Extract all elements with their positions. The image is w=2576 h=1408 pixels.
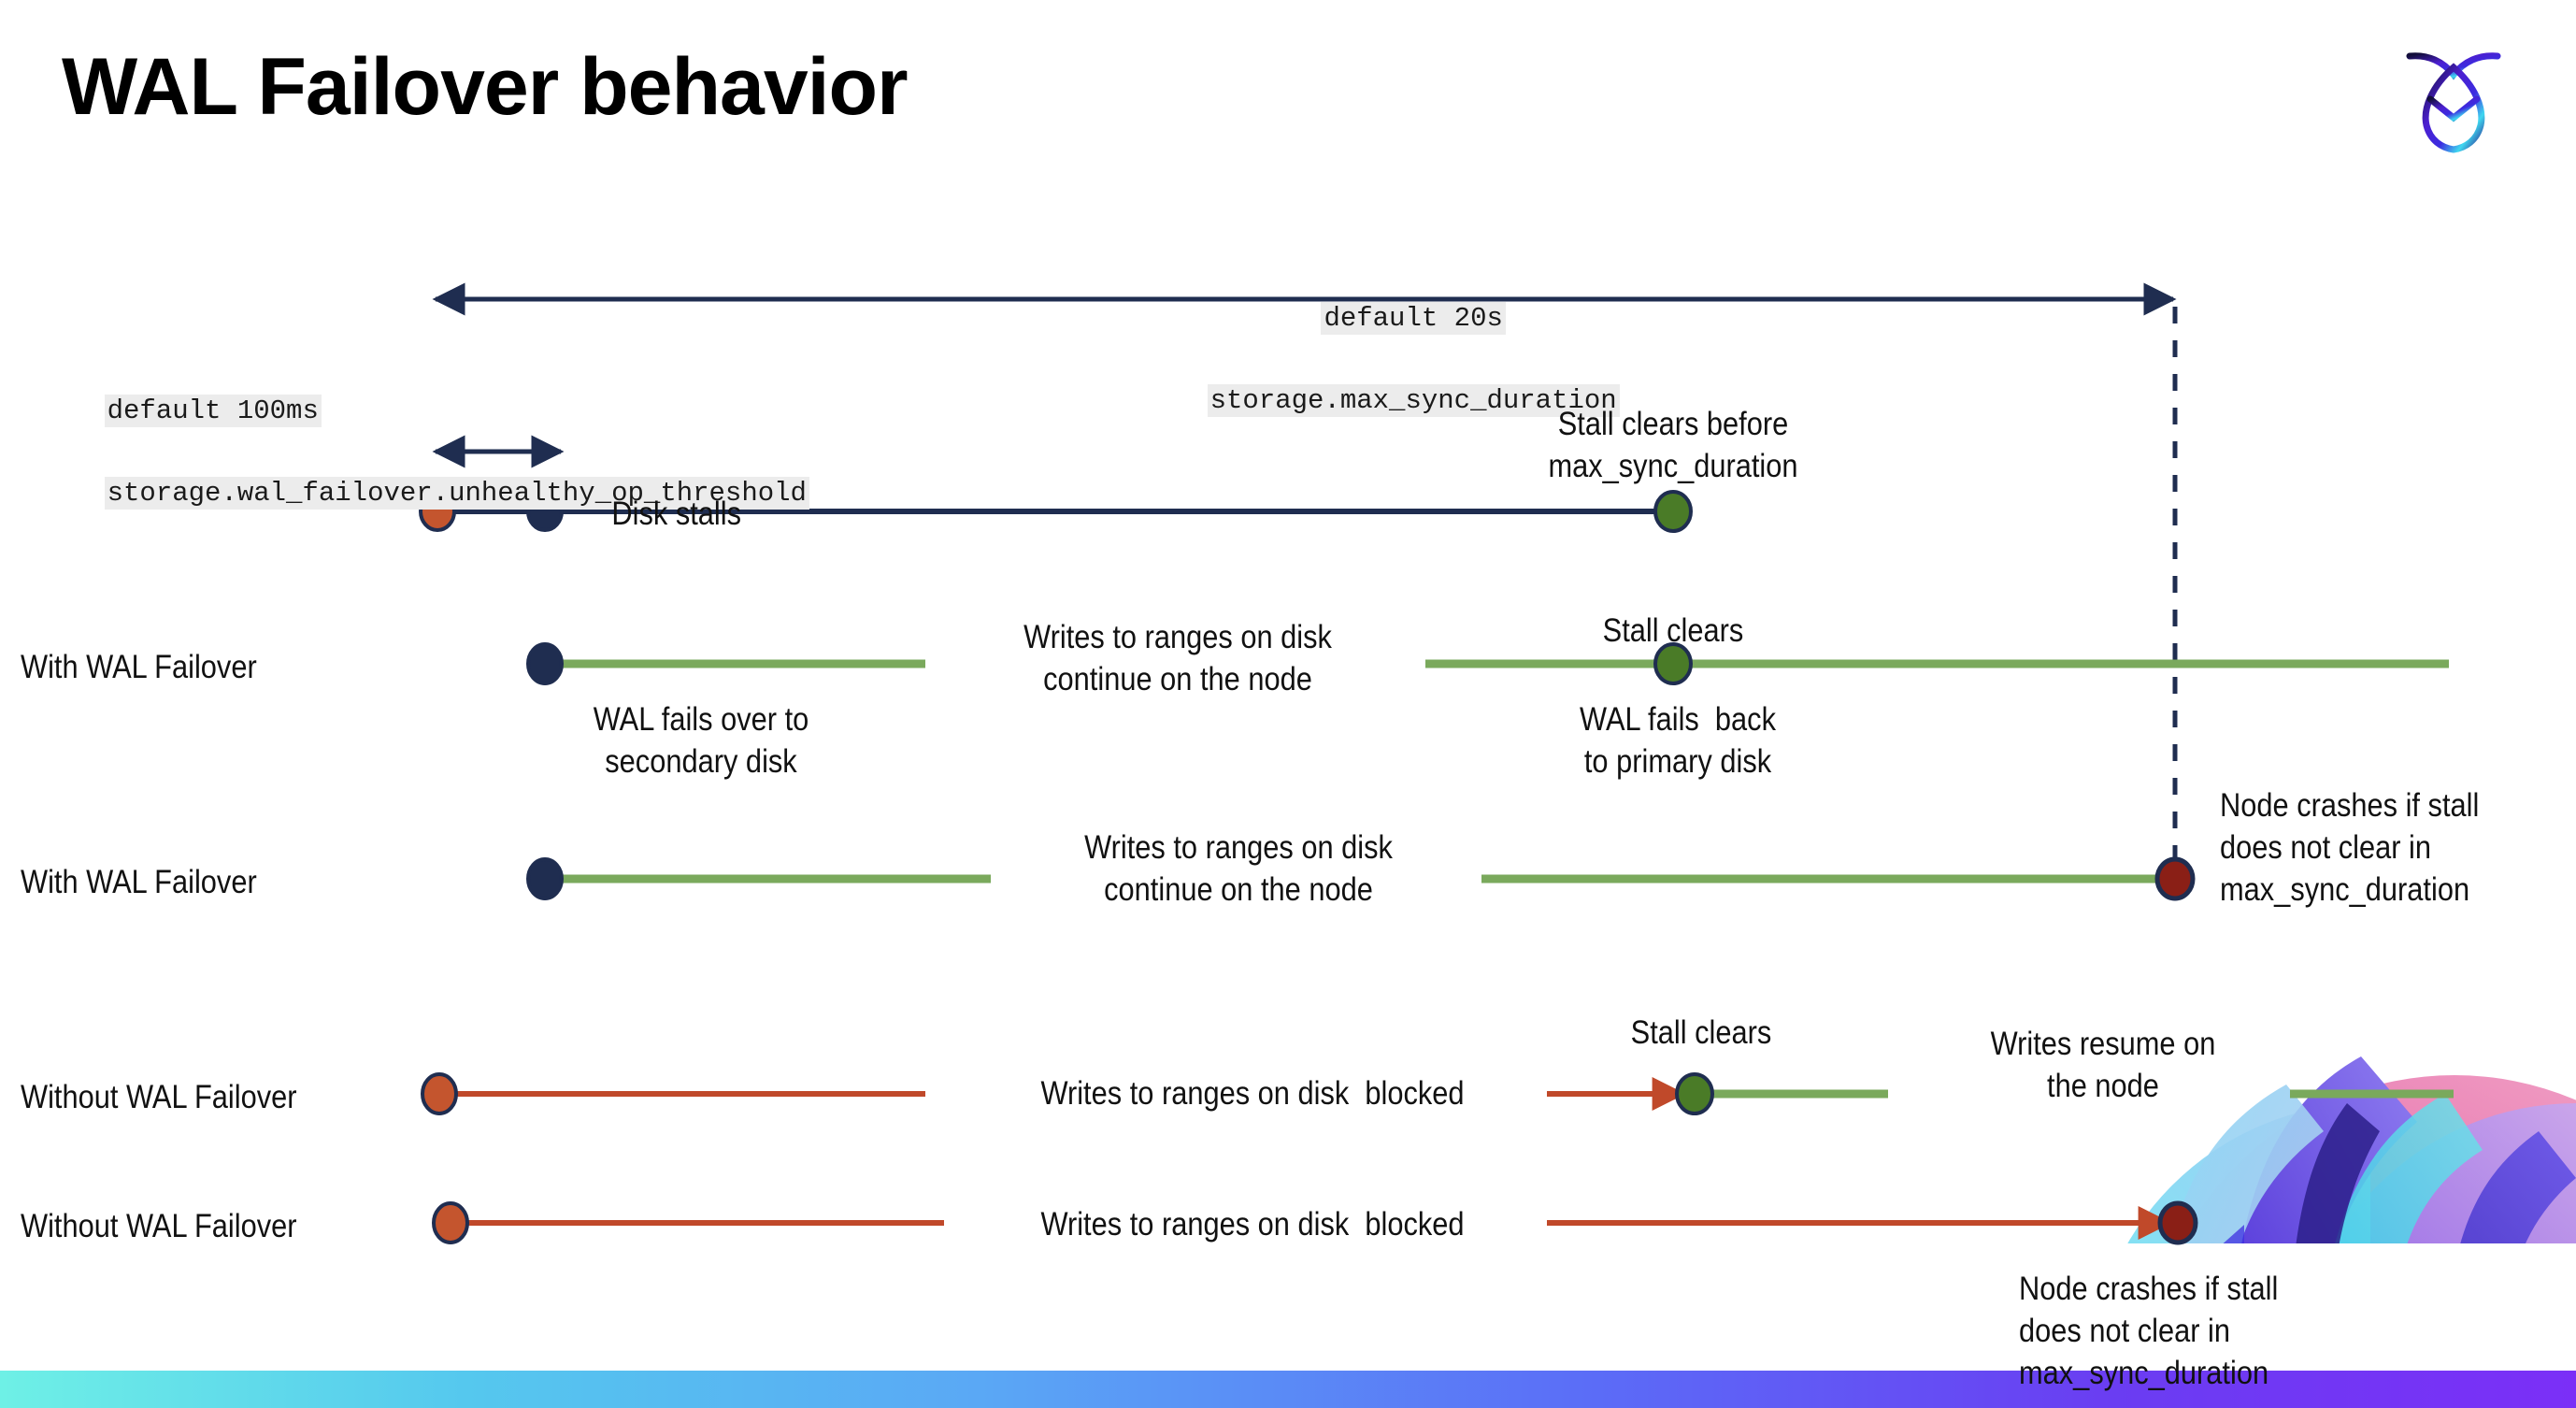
stall-clear-marker-row4 <box>1675 1072 1714 1115</box>
annotation-stall-clears-before: Stall clears before max_sync_duration <box>1548 406 1798 484</box>
no-failover2-stall-start-marker <box>432 1201 469 1244</box>
unhealthy-threshold-setting-name: storage.wal_failover.unhealthy_op_thresh… <box>104 477 809 510</box>
node-crash-marker-row3 <box>2154 856 2196 901</box>
unhealthy-threshold-default-value: default 100ms <box>104 395 322 428</box>
unhealthy-threshold-callout: default 100ms storage.wal_failover.unhea… <box>39 350 809 555</box>
wal-failover-start-marker <box>526 642 564 685</box>
row-label-with-wal-failover-2: With WAL Failover <box>21 864 257 900</box>
annotation-writes-blocked-1: Writes to ranges on disk blocked <box>1040 1075 1465 1112</box>
page-title: WAL Failover behavior <box>62 42 909 132</box>
row-with-wal-failover-1 <box>526 642 2449 685</box>
wal-failover2-start-marker <box>526 857 564 900</box>
no-failover-stall-start-marker <box>421 1072 458 1115</box>
node-crash-marker-row5 <box>2157 1200 2198 1245</box>
logo-svg <box>2406 52 2501 153</box>
stall-clear-marker-row1 <box>1653 490 1693 533</box>
row-without-wal-failover-2 <box>432 1200 2198 1245</box>
row-with-wal-failover-2 <box>526 856 2196 901</box>
stall-clear-marker-row2 <box>1653 642 1693 685</box>
max-sync-setting-name: storage.max_sync_duration <box>1207 384 1620 418</box>
row-label-disk-stalls: Disk stalls <box>611 496 741 532</box>
annotation-stall-clears-1: Stall clears <box>1602 612 1744 649</box>
annotation-wal-fails-back: WAL fails back to primary disk <box>1580 701 1776 780</box>
cockroachdb-logo-icon <box>2383 28 2524 168</box>
row-label-with-wal-failover-1: With WAL Failover <box>21 649 257 685</box>
annotation-writes-blocked-2: Writes to ranges on disk blocked <box>1040 1206 1465 1243</box>
annotation-wal-fails-over: WAL fails over to secondary disk <box>593 701 809 780</box>
max-sync-default-value: default 20s <box>1321 302 1506 336</box>
max-sync-duration-callout: default 20s storage.max_sync_duration <box>1142 257 1620 463</box>
annotation-stall-clears-2: Stall clears <box>1630 1014 1772 1051</box>
row-label-without-wal-failover-2: Without WAL Failover <box>21 1208 297 1244</box>
row-label-without-wal-failover-1: Without WAL Failover <box>21 1079 297 1115</box>
bottom-gradient-bar <box>0 1371 2576 1408</box>
content-mask <box>0 1113 1982 1371</box>
callout-backdrop <box>1977 1243 2576 1384</box>
annotation-writes-continue-2: Writes to ranges on disk continue on the… <box>1084 829 1393 908</box>
annotation-writes-resume: Writes resume on the node <box>1990 1026 2216 1104</box>
annotation-node-crashes-1: Node crashes if stall does not clear in … <box>2220 787 2480 908</box>
annotation-node-crashes-2: Node crashes if stall does not clear in … <box>2019 1271 2279 1391</box>
row-without-wal-failover-1 <box>421 1072 2454 1115</box>
annotation-writes-continue-1: Writes to ranges on disk continue on the… <box>1023 619 1332 697</box>
